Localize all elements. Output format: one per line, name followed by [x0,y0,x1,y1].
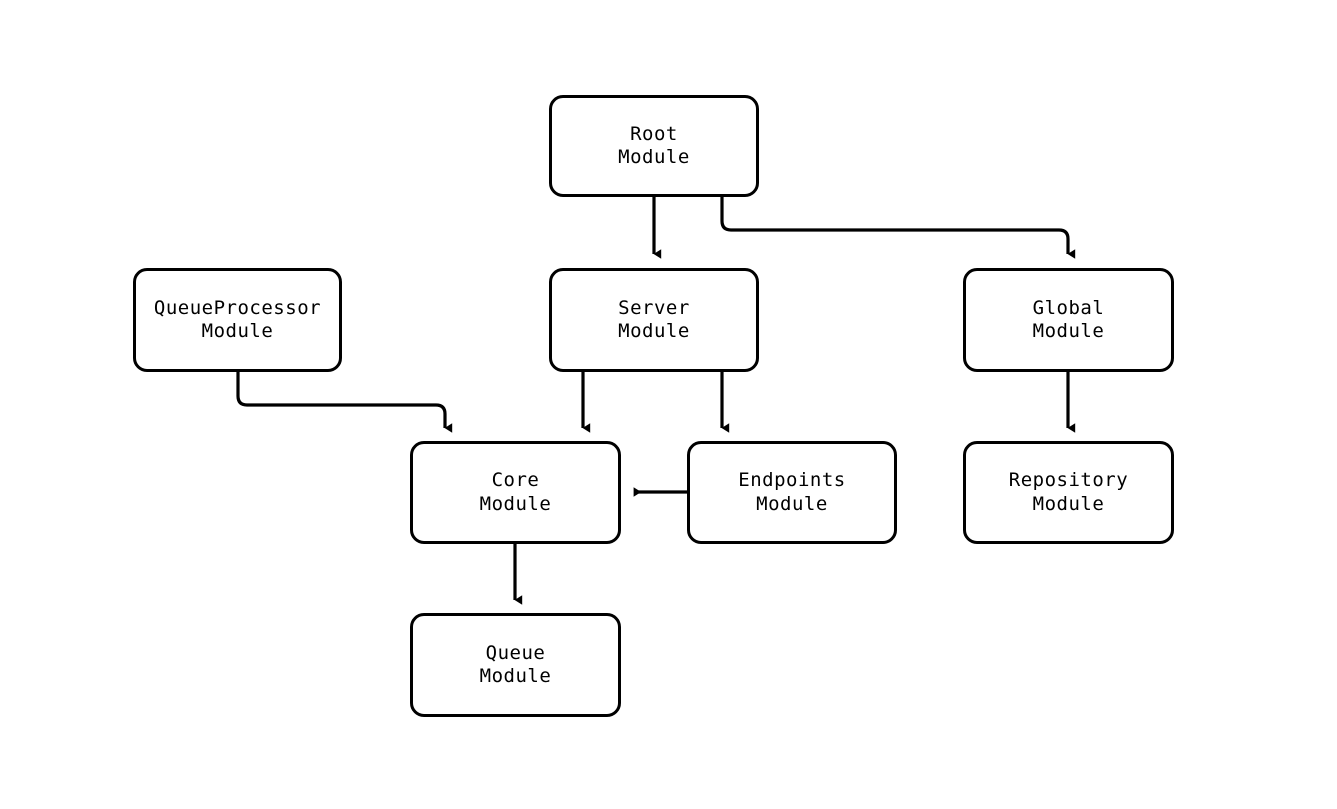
node-repository-module-line1: Repository [1008,469,1129,492]
node-root-module-line2: Module [618,146,690,168]
node-server-module-line2: Module [618,320,690,342]
node-endpoints-module-line1: Endpoints [738,469,846,492]
node-repository-module[interactable]: Repository Module [963,441,1174,544]
node-root-module-line1: Root [630,122,678,145]
node-endpoints-module[interactable]: Endpoints Module [687,441,897,544]
node-queueprocessor-module[interactable]: QueueProcessor Module [133,268,342,372]
node-global-module-line2: Module [1032,320,1105,342]
node-queue-module-line2: Module [479,665,552,687]
edge-root-to-global [720,197,1076,259]
node-endpoints-module-line2: Module [756,492,828,515]
node-root-module[interactable]: Root Module [549,95,759,197]
node-server-module[interactable]: Server Module [549,268,759,372]
node-server-module-line1: Server [618,296,690,319]
edge-queueprocessor-to-core [236,372,453,433]
node-core-module[interactable]: Core Module [410,441,621,544]
node-queue-module[interactable]: Queue Module [410,613,621,717]
node-queueprocessor-module-line2: Module [201,320,274,342]
node-core-module-line2: Module [479,492,552,515]
node-queue-module-line1: Queue [485,641,546,664]
node-repository-module-line2: Module [1032,492,1105,515]
node-core-module-line1: Core [491,469,540,492]
node-queueprocessor-module-line1: QueueProcessor [153,296,322,319]
node-global-module[interactable]: Global Module [963,268,1174,372]
node-global-module-line1: Global [1032,296,1105,319]
